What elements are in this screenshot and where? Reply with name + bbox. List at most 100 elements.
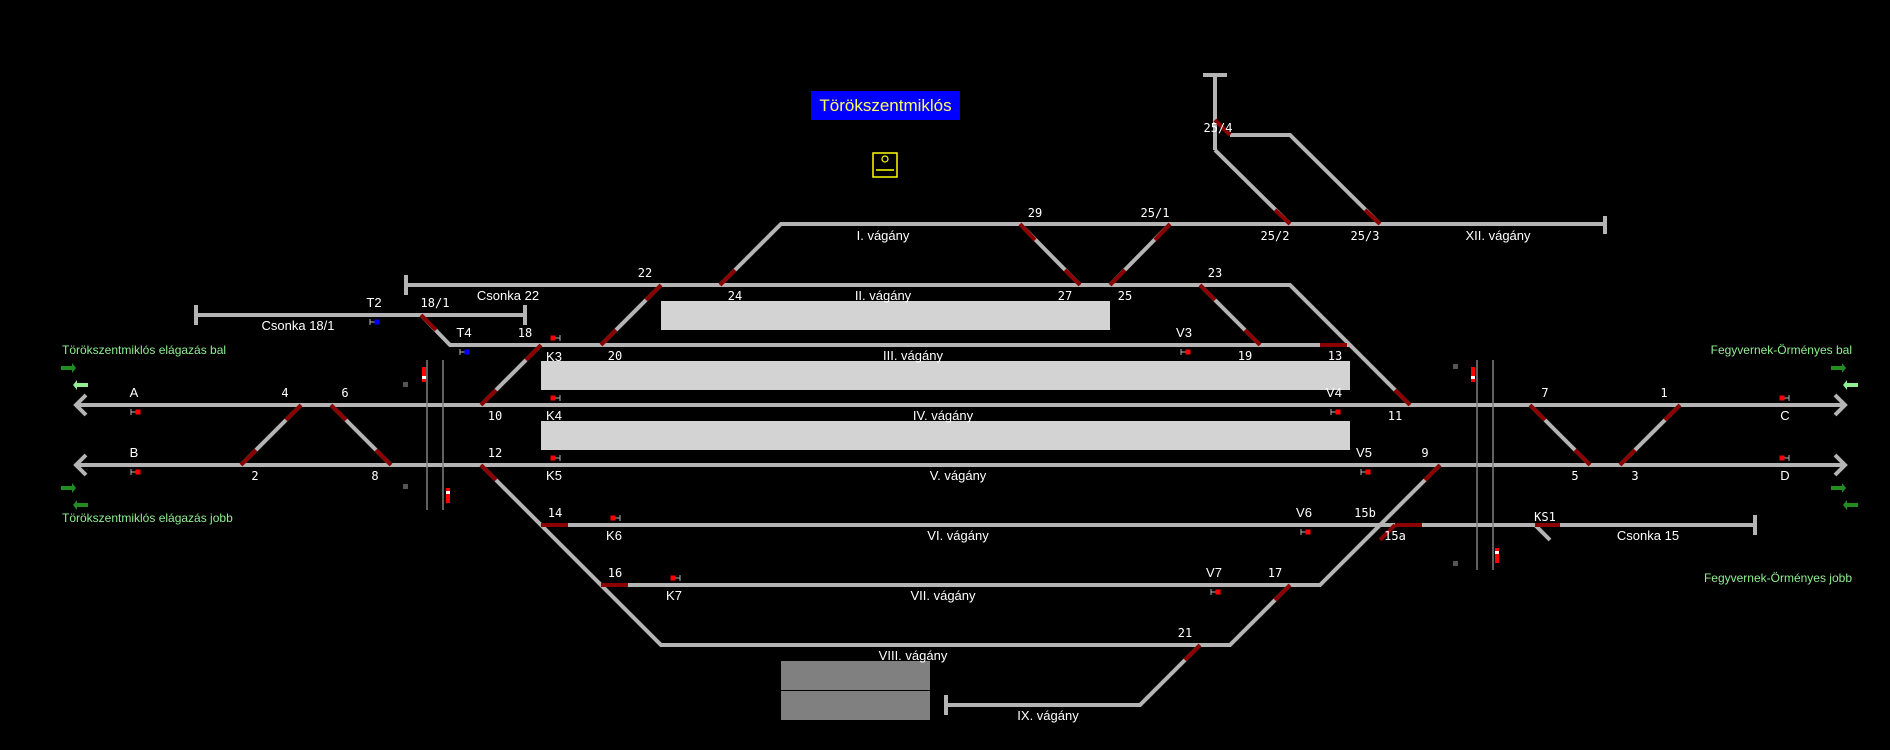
track-label-csonka-15: Csonka 15 [1617, 528, 1679, 543]
signal-label-t4: T4 [456, 325, 471, 340]
signals-group [130, 319, 1790, 595]
exit-arrow-c [1833, 393, 1848, 417]
signal-label-v3: V3 [1176, 325, 1192, 340]
switch-1[interactable]: 1 [1660, 386, 1667, 400]
signal-label-v5: V5 [1356, 445, 1372, 460]
building-upper [781, 661, 930, 690]
signal-label-k7: K7 [666, 588, 682, 603]
signal-label-k4: K4 [546, 408, 562, 423]
switch-10[interactable]: 10 [488, 409, 502, 423]
direction-arrows [61, 363, 1858, 510]
switch-2[interactable]: 2 [251, 469, 258, 483]
signal-a[interactable] [130, 409, 141, 415]
signal-d[interactable] [1779, 455, 1790, 461]
track-label-6: VI. vágány [927, 528, 989, 543]
track-label-8: VIII. vágány [879, 648, 948, 663]
track-label-9: IX. vágány [1017, 708, 1079, 723]
track-8[interactable] [479, 463, 1292, 647]
signal-label-t2: T2 [366, 295, 381, 310]
signal-t2[interactable] [369, 319, 380, 325]
switch-9[interactable]: 9 [1421, 446, 1428, 460]
signal-label-ks1: KS1 [1534, 510, 1556, 524]
signal-label-v7: V7 [1206, 565, 1222, 580]
switch-25-3[interactable]: 25/3 [1351, 229, 1380, 243]
station-name-label: Törökszentmiklós [811, 91, 960, 120]
track-2[interactable] [406, 283, 1412, 407]
track-label-1: I. vágány [857, 228, 910, 243]
switch-11[interactable]: 11 [1388, 409, 1402, 423]
track-7[interactable] [601, 463, 1442, 587]
signal-v7[interactable] [1210, 589, 1221, 595]
switch-25-4[interactable]: 25/4 [1204, 121, 1233, 135]
switch-7[interactable]: 7 [1541, 386, 1548, 400]
signal-label-b: B [130, 445, 139, 460]
switch-18[interactable]: 18 [518, 326, 532, 340]
signal-v3[interactable] [1180, 349, 1191, 355]
switch-13[interactable]: 13 [1328, 349, 1342, 363]
switch-25[interactable]: 25 [1118, 289, 1132, 303]
signal-label-k6: K6 [606, 528, 622, 543]
exit-arrow-d [1833, 453, 1848, 477]
direction-left-top: Törökszentmiklós elágazás bal [62, 343, 226, 357]
shunting-bars [422, 367, 1499, 563]
signal-v4[interactable] [1330, 409, 1341, 415]
track-label-4: IV. vágány [913, 408, 974, 423]
signal-c[interactable] [1779, 395, 1790, 401]
signal-k6[interactable] [610, 515, 621, 521]
track-label-7: VII. vágány [910, 588, 976, 603]
switch-8[interactable]: 8 [371, 469, 378, 483]
direction-left-bottom: Törökszentmiklós elágazás jobb [62, 511, 233, 525]
signal-b[interactable] [130, 469, 141, 475]
signal-k5[interactable] [550, 455, 561, 461]
switch-18-1[interactable]: 18/1 [421, 296, 450, 310]
switch-15a[interactable]: 15a [1384, 529, 1406, 543]
building-lower [781, 691, 930, 720]
track-1[interactable] [718, 222, 1605, 287]
switch-16[interactable]: 16 [608, 566, 622, 580]
switch-27[interactable]: 27 [1058, 289, 1072, 303]
exit-arrow-a [73, 393, 88, 417]
signal-label-k3: K3 [546, 349, 562, 364]
switch-14[interactable]: 14 [548, 506, 562, 520]
switch-4[interactable]: 4 [281, 386, 288, 400]
track-label-csonka-22: Csonka 22 [477, 288, 539, 303]
switch-15b[interactable]: 15b [1354, 506, 1376, 520]
station-icon[interactable] [872, 152, 898, 178]
signal-v5[interactable] [1360, 469, 1371, 475]
signal-label-v4: V4 [1326, 385, 1342, 400]
switch-3[interactable]: 3 [1631, 469, 1638, 483]
platform-4-5 [541, 421, 1350, 450]
direction-right-bottom: Fegyvernek-Örményes jobb [1704, 571, 1852, 585]
track-label-5: V. vágány [930, 468, 987, 483]
switch-5[interactable]: 5 [1571, 469, 1578, 483]
switch-12[interactable]: 12 [488, 446, 502, 460]
switch-17[interactable]: 17 [1268, 566, 1282, 580]
switch-23[interactable]: 23 [1208, 266, 1222, 280]
signal-k7[interactable] [670, 575, 681, 581]
switch-25-2[interactable]: 25/2 [1261, 229, 1290, 243]
signal-v6[interactable] [1300, 529, 1311, 535]
signal-t4[interactable] [459, 349, 470, 355]
switch-19[interactable]: 19 [1238, 349, 1252, 363]
platform-2-3 [661, 301, 1110, 330]
switch-20[interactable]: 20 [608, 349, 622, 363]
signal-label-a: A [130, 385, 139, 400]
switch-6[interactable]: 6 [341, 386, 348, 400]
track-9[interactable] [946, 643, 1202, 707]
signal-k3[interactable] [550, 335, 561, 341]
direction-right-top: Fegyvernek-Örményes bal [1711, 343, 1852, 357]
switch-22[interactable]: 22 [638, 266, 652, 280]
switch-24[interactable]: 24 [728, 289, 742, 303]
switch-25-1[interactable]: 25/1 [1141, 206, 1170, 220]
signal-label-v6: V6 [1296, 505, 1312, 520]
platform-3-4 [541, 361, 1350, 390]
track-label-2: II. vágány [855, 288, 912, 303]
track-label-csonka-18-1: Csonka 18/1 [262, 318, 335, 333]
exit-arrow-b [73, 453, 88, 477]
switch-21[interactable]: 21 [1178, 626, 1192, 640]
signal-k4[interactable] [550, 395, 561, 401]
signal-label-d: D [1780, 468, 1789, 483]
signal-label-c: C [1780, 408, 1789, 423]
switch-29[interactable]: 29 [1028, 206, 1042, 220]
